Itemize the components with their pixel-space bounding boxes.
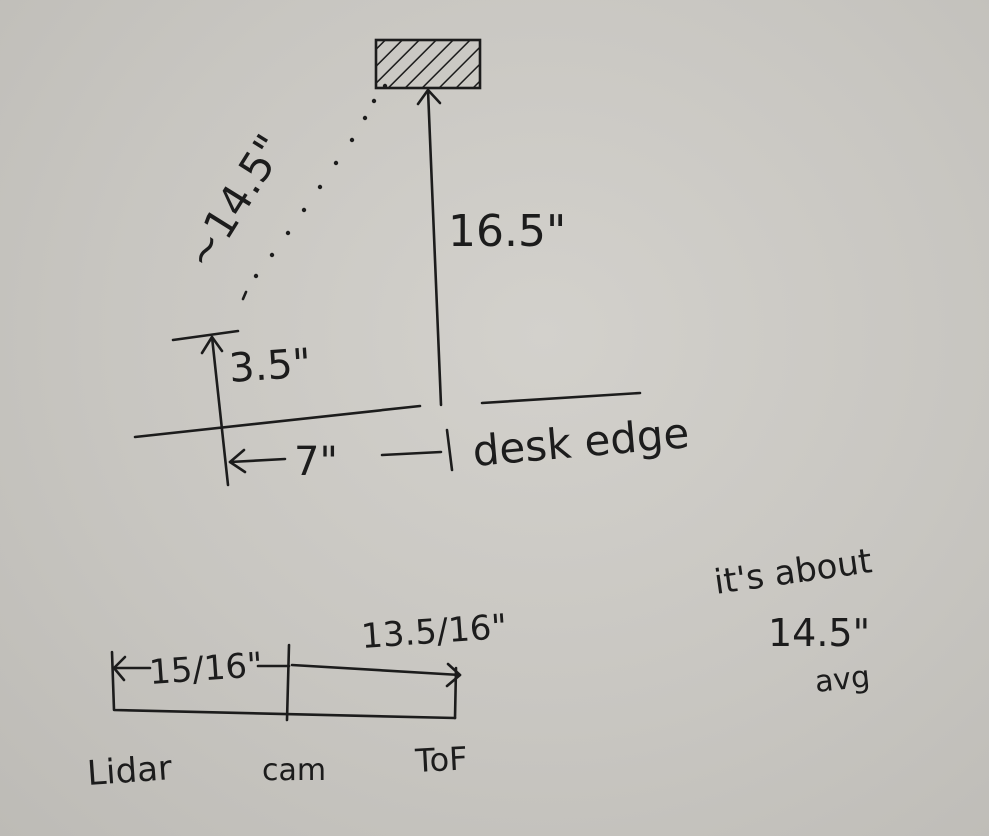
note-line-3: avg	[813, 659, 872, 700]
target-block	[374, 38, 482, 90]
note-line-2: 14.5"	[768, 611, 870, 655]
left-span-arrow	[112, 655, 291, 682]
width-label: 7"	[294, 439, 338, 485]
desk-edge-label: desk edge	[471, 408, 692, 476]
tof-label: ToF	[413, 739, 468, 780]
left-span-label: 15/16"	[148, 645, 264, 693]
right-span-arrow	[290, 662, 462, 688]
diagonal-dotted-line	[241, 83, 388, 301]
short-height-arrow	[171, 329, 240, 487]
short-height-label: 3.5"	[227, 340, 312, 392]
height-arrow	[416, 88, 443, 407]
width-arrow	[228, 428, 454, 474]
note-line-1: it's about	[712, 541, 875, 603]
sensor-bar	[110, 643, 458, 722]
right-span-label: 13.5/16"	[360, 607, 508, 657]
lidar-label: Lidar	[86, 748, 173, 794]
height-label: 16.5"	[448, 206, 566, 257]
diagonal-label: ~14.5"	[175, 126, 295, 278]
cam-label: cam	[262, 753, 326, 788]
desk-edge-line	[133, 391, 642, 439]
